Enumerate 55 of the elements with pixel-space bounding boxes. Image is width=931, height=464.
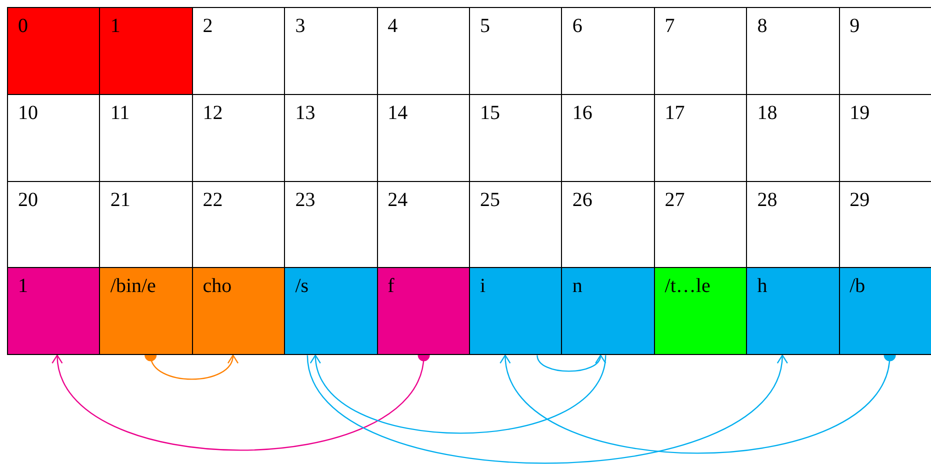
memory-cell: [7, 7, 100, 95]
memory-cell: [376, 267, 470, 356]
cell-text: 29: [850, 188, 870, 212]
cell-text: h: [757, 274, 768, 298]
cell-text: 0: [18, 14, 28, 38]
cell-text: 17: [664, 100, 685, 125]
cell-text: 9: [850, 14, 860, 38]
cell-text: 16: [572, 100, 592, 125]
arrow: [536, 354, 604, 372]
cell-text: 24: [388, 188, 408, 212]
cell-text: 8: [757, 14, 768, 38]
cell-text: 14: [388, 100, 408, 125]
cell-text: /b: [850, 274, 866, 298]
cell-text: 23: [295, 188, 316, 212]
memory-cell: [99, 7, 193, 95]
memory-cell: [99, 267, 193, 356]
cell-text: 13: [295, 100, 316, 125]
memory-cell: [469, 267, 562, 356]
cell-text: 11: [110, 100, 130, 125]
cell-text: 19: [850, 100, 870, 125]
memory-cell: [654, 267, 748, 356]
cell-text: 6: [572, 14, 582, 38]
cell-text: 25: [480, 188, 500, 212]
cell-text: f: [388, 274, 394, 298]
memory-cell: [561, 267, 655, 356]
cell-text: 21: [110, 188, 130, 212]
cell-text: 3: [295, 14, 306, 38]
cell-text: 18: [757, 100, 778, 125]
memory-cell: [284, 267, 378, 356]
cell-text: 2: [202, 14, 213, 38]
cell-text: 22: [202, 188, 223, 212]
cell-text: /s: [295, 274, 309, 298]
cell-text: 12: [202, 100, 223, 125]
cell-text: 1: [18, 274, 28, 298]
arrow: [312, 354, 606, 434]
cell-text: cho: [202, 274, 232, 298]
memory-cell: [838, 267, 931, 356]
cell-text: 10: [18, 100, 38, 125]
cell-text: 20: [18, 188, 38, 212]
cell-text: 15: [480, 100, 500, 125]
cell-text: i: [480, 274, 486, 298]
cell-text: 1: [110, 14, 120, 38]
memory-cell: [7, 267, 100, 356]
cell-text: 26: [572, 188, 592, 212]
cell-text: 4: [388, 14, 398, 38]
cell-text: n: [572, 274, 582, 298]
memory-cell: [192, 267, 286, 356]
cell-text: 27: [664, 188, 685, 212]
cell-text: 7: [664, 14, 675, 38]
cell-text: 5: [480, 14, 490, 38]
cell-text: /t…le: [664, 274, 710, 298]
arrow: [306, 354, 786, 464]
cell-text: 28: [757, 188, 778, 212]
memory-cell: [746, 267, 840, 356]
cell-text: /bin/e: [110, 274, 156, 298]
